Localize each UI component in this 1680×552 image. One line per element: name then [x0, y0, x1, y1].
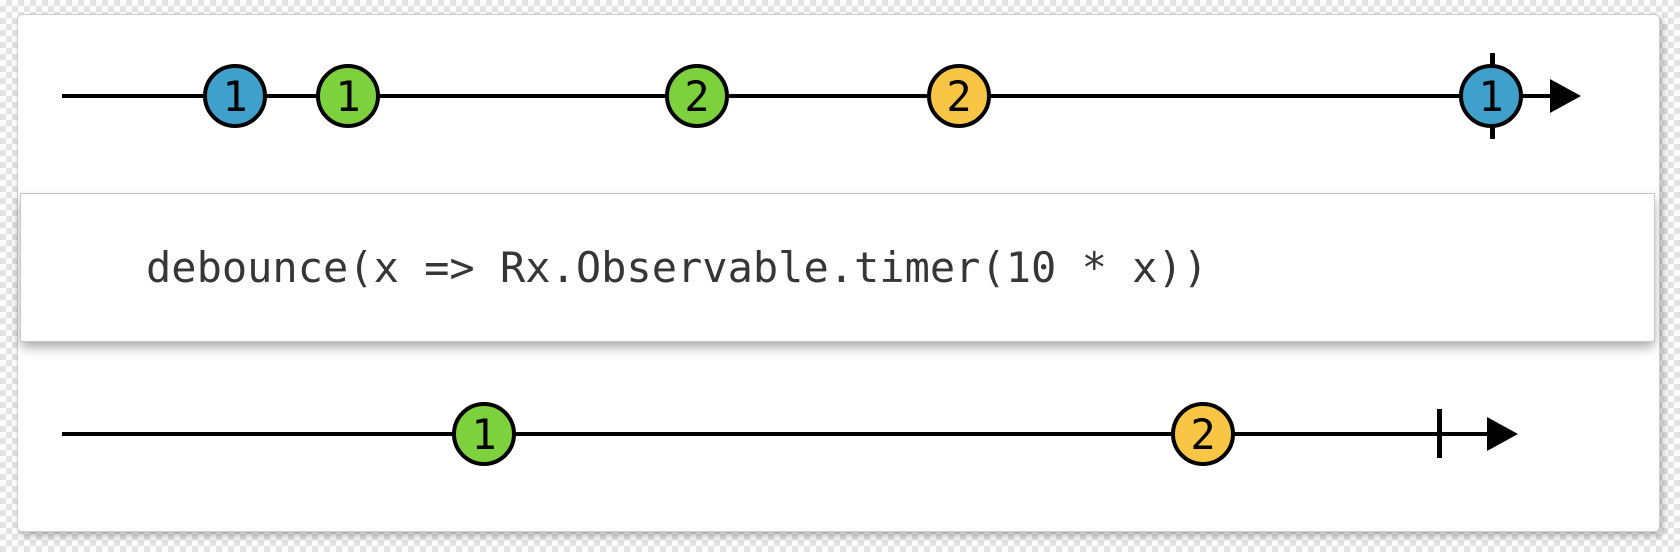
marble-value-label: 1 — [335, 72, 361, 121]
marble-value-label: 1 — [1478, 72, 1504, 121]
operator-box: debounce(x => Rx.Observable.timer(10 * x… — [20, 193, 1655, 342]
marble: 1 — [452, 402, 516, 466]
operator-code-label: debounce(x => Rx.Observable.timer(10 * x… — [146, 243, 1209, 292]
marble-value-label: 1 — [222, 72, 248, 121]
marble[interactable]: 1 — [316, 64, 380, 128]
marble-value-label: 2 — [1190, 410, 1216, 459]
marble-value-label: 1 — [471, 410, 497, 459]
marble-value-label: 2 — [684, 72, 710, 121]
marble[interactable]: 2 — [927, 64, 991, 128]
marble[interactable]: 2 — [665, 64, 729, 128]
marble[interactable]: 1 — [1459, 64, 1523, 128]
marble[interactable]: 1 — [203, 64, 267, 128]
marble: 2 — [1171, 402, 1235, 466]
marble-value-label: 2 — [946, 72, 972, 121]
